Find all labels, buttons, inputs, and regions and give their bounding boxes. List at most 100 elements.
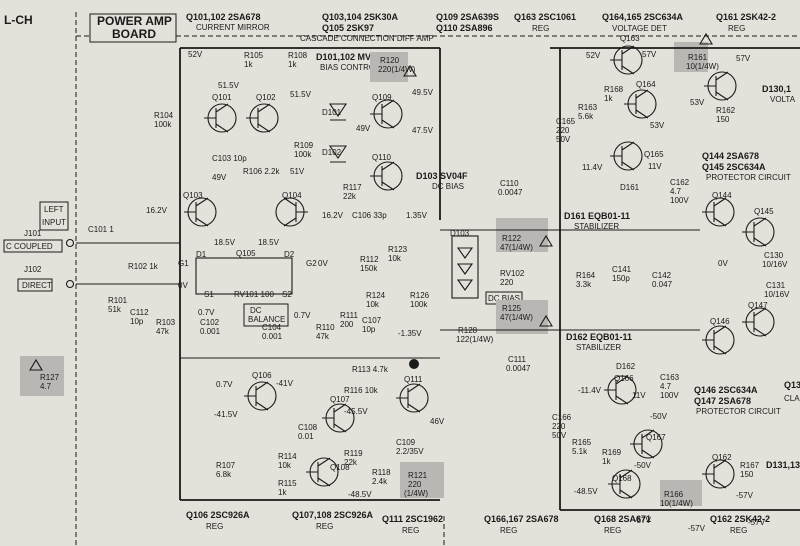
component-label: C102 [200,318,220,327]
component-label: 10(1/4W) [686,62,719,71]
transistor-q110-icon [370,161,403,191]
component-label: Q102 [256,93,276,102]
component-label: 46V [430,417,445,426]
component-label: C101 1 [88,225,114,234]
label-cascade: CASCADE CONNECTION DIFF AMP [300,34,434,43]
component-label: R161 [688,53,708,62]
component-label: 22k [344,458,358,467]
component-label: Q146 [710,317,730,326]
component-label: 1k [604,94,613,103]
component-label: Q145 [754,207,774,216]
dc-balance-box-label2: BALANCE [248,315,285,324]
node-a-marker [409,359,419,369]
component-label: 1k [288,60,297,69]
component-label: 220 [552,422,566,431]
transistor-q164-icon [624,89,657,119]
component-label: 10p [362,325,376,334]
label-q166-sub: REG [500,526,517,535]
component-label: 16.2V [322,211,344,220]
warning-triangle-icon [539,314,553,327]
component-label: 10k [388,254,402,263]
component-label: 4.7 [40,382,52,391]
dual-fet-q105-icon [195,257,293,295]
component-label: 22k [343,192,357,201]
component-label: 50V [552,431,567,440]
direct-label: DIRECT [22,281,52,290]
label-q164: Q164,165 2SC634A [602,12,684,22]
component-label: 0.7V [216,380,233,389]
transistor-q101-icon [204,103,237,133]
component-label: Q163 [620,34,640,43]
transistor-q102-icon [246,103,279,133]
component-label: 11V [632,391,646,400]
component-label: Q168 [612,474,632,483]
component-label: D162 [616,362,636,371]
dc-balance-box [243,303,289,327]
component-label: Q104 [282,191,302,200]
component-label: 122(1/4W) [456,335,494,344]
component-label: R111 [340,311,358,320]
component-label: R124 [366,291,386,300]
dc-balance-box-label1: DC [250,306,262,315]
left-input-label2: INPUT [42,218,66,227]
component-label: 100V [670,196,689,205]
component-label: C165 [556,117,576,126]
component-label: G1 [178,259,189,268]
component-label: -57V [748,518,766,527]
label-d103: D103 SV04F [416,171,468,181]
component-label: 4.7 [670,187,682,196]
label-d161-sub: STABILIZER [574,222,619,231]
component-label: R106 2.2k [243,167,280,176]
component-label: 200 [340,320,354,329]
component-label: 100k [154,120,172,129]
dc-bias-box-label: DC BIAS [488,294,520,303]
transistor-q165-icon [610,141,643,171]
component-label: D161 [620,183,640,192]
component-label: C131 [766,281,786,290]
label-d162: D162 EQB01-11 [566,332,632,342]
component-label: 4.7 [660,382,672,391]
component-label: Q166 [614,374,634,383]
component-label: 51.5V [218,81,240,90]
transistor-q147-icon [742,307,775,337]
component-label: -50V [634,461,652,470]
component-label: Q109 [372,93,392,102]
warning-triangle-icon [29,358,43,371]
component-label: 220 [408,480,422,489]
component-label: D102 [322,148,342,157]
component-label: 47.5V [412,126,434,135]
jack-j101 [65,238,75,248]
c-coupled-box [3,239,63,253]
component-label: 10/16V [764,290,790,299]
component-label: R113 4.7k [352,365,389,374]
component-label: Q167 [646,433,666,442]
component-label: C103 10p [212,154,247,163]
component-label: 0.047 [652,280,673,289]
component-label: R104 [154,111,174,120]
component-label: C108 [298,423,318,432]
component-label: C106 33p [352,211,387,220]
component-label: 10k [278,461,292,470]
component-label: 0V [318,259,328,268]
component-label: 0.0047 [506,364,531,373]
component-label: A [412,360,418,369]
component-label: 49V [356,124,371,133]
component-label: Q107 [330,395,350,404]
component-label: Q165 [644,150,664,159]
component-label: R163 [578,103,598,112]
component-label: R120 [380,56,400,65]
component-label: 2.2/35V [396,447,424,456]
component-label: 1.35V [406,211,428,220]
label-q13: Q13 [784,380,800,390]
label-cla: CLA [784,394,800,403]
transistor-q166-icon [604,375,637,405]
component-label: Q162 [712,453,732,462]
board-title-line2: BOARD [112,27,156,41]
component-label: 1k [602,457,611,466]
label-q107-sub: REG [316,522,333,531]
component-label: R107 [216,461,236,470]
label-d162-sub: STABILIZER [576,343,621,352]
label-q164-sub: VOLTAGE DET [612,24,667,33]
